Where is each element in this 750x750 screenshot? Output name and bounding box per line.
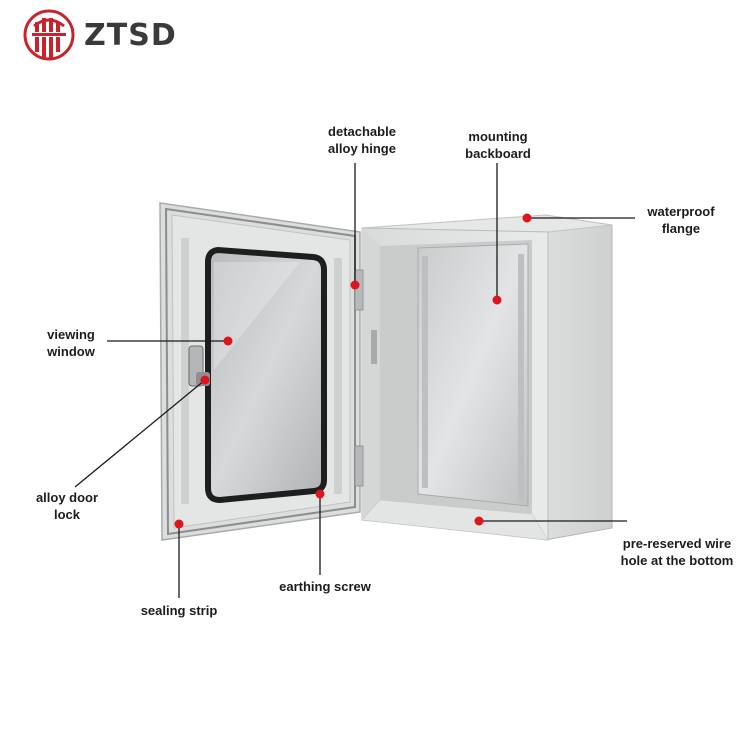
dot-backboard: [492, 295, 502, 305]
dot-sealing: [174, 519, 184, 529]
label-detachable-alloy-hinge: detachable alloy hinge: [328, 124, 396, 156]
brand-logo: ZTSD: [22, 8, 177, 62]
brand-name: ZTSD: [84, 17, 177, 53]
leader-lines: [74, 163, 635, 598]
dot-lock: [200, 375, 210, 385]
dot-wirehole: [474, 516, 484, 526]
mounting-backboard: [417, 243, 529, 507]
dot-flange: [522, 213, 532, 223]
label-pre-reserved-wire-hole: pre-reserved wire hole at the bottom: [620, 536, 734, 568]
callout-dots: [174, 213, 532, 529]
label-mounting-backboard: mounting backboard: [465, 129, 531, 161]
viewing-window: [205, 246, 327, 504]
ztsd-logo-icon: [23, 9, 75, 61]
label-waterproof-flange: waterproof flange: [647, 204, 715, 236]
dot-hinge: [350, 280, 360, 290]
cabinet-body: [361, 214, 613, 541]
label-alloy-door-lock: alloy door lock: [35, 490, 99, 522]
dot-earthing: [315, 489, 325, 499]
cabinet-door: [159, 202, 364, 541]
label-viewing-window: viewing window: [47, 327, 95, 359]
label-sealing-strip: sealing strip: [140, 603, 218, 618]
label-earthing-screw: earthing screw: [279, 579, 371, 594]
dot-window: [223, 336, 233, 346]
